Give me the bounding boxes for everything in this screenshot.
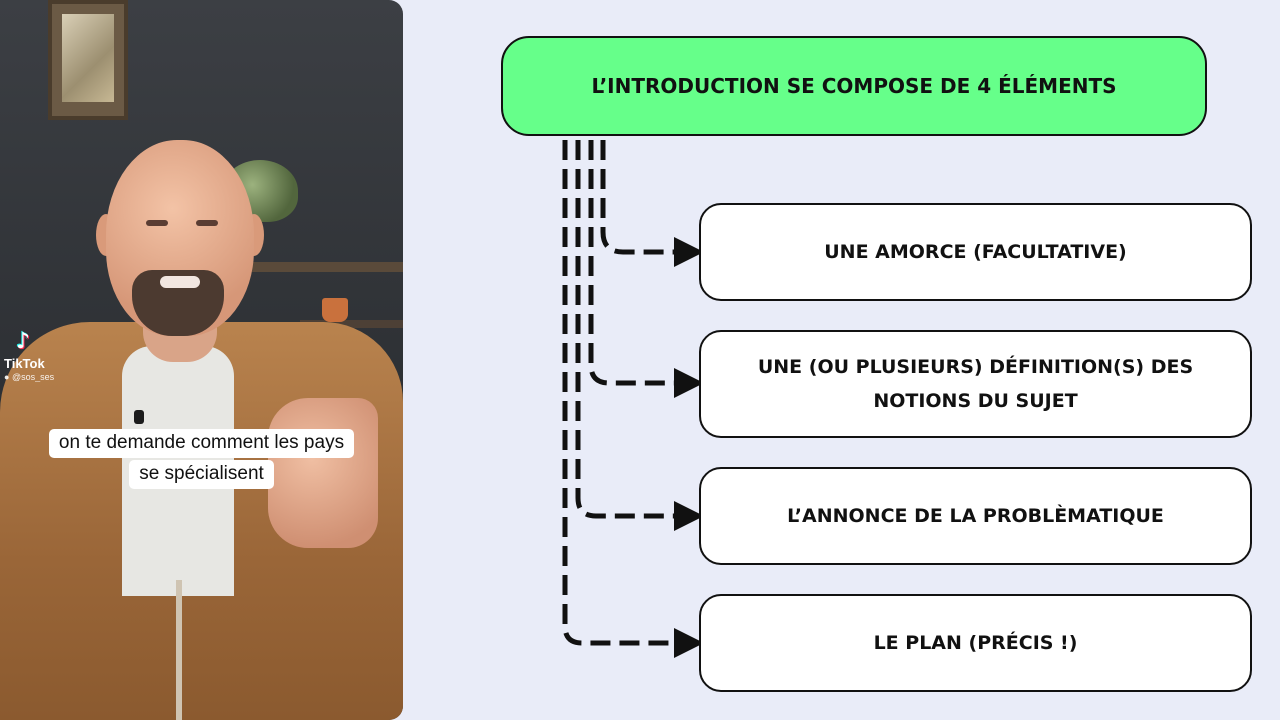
- caption-line: on te demande comment les pays: [48, 429, 355, 458]
- diagram-item-label: Une amorce (facultative): [824, 241, 1127, 263]
- wall-picture-frame: [48, 0, 128, 120]
- caption-line: se spécialisent: [129, 460, 274, 489]
- diagram-item-label: Une (ou plusieurs) définition(s) des not…: [757, 356, 1194, 412]
- plant-pot: [322, 298, 348, 322]
- hoodie-zipper: [176, 580, 182, 720]
- tiktok-watermark: ♪ TikTok ● @sos_ses: [4, 329, 66, 383]
- presenter-eye: [146, 220, 168, 226]
- connector-arrow-4: [562, 140, 704, 658]
- lapel-microphone: [134, 410, 144, 424]
- subtitle-caption: on te demande comment les pays se spécia…: [0, 429, 403, 489]
- tiktok-handle-text: @sos_ses: [11, 372, 55, 382]
- shelf: [300, 320, 403, 328]
- diagram-item-box: Le plan (précis !): [699, 594, 1252, 692]
- presenter-eye: [196, 220, 218, 226]
- presenter-hand: [268, 398, 378, 548]
- connector-arrow-1: [600, 140, 704, 267]
- diagram-item-box: L’annonce de la problèmatique: [699, 467, 1252, 565]
- presenter-mouth: [160, 276, 200, 288]
- tiktok-logo-icon: ♪: [16, 329, 31, 354]
- video-panel: ♪ TikTok ● @sos_ses on te demande commen…: [0, 0, 403, 720]
- diagram-title-box: L’introduction se compose de 4 éléments: [501, 36, 1207, 136]
- shelf: [240, 262, 403, 272]
- connector-arrow-3: [575, 140, 704, 531]
- diagram-item-box: Une amorce (facultative): [699, 203, 1252, 301]
- user-icon: ●: [4, 372, 12, 382]
- diagram-item-label: L’annonce de la problèmatique: [787, 505, 1164, 527]
- diagram-item-box: Une (ou plusieurs) définition(s) des not…: [699, 330, 1252, 438]
- tiktok-label: TikTok: [4, 356, 45, 371]
- diagram-title: L’introduction se compose de 4 éléments: [591, 74, 1117, 98]
- diagram-item-label: Le plan (précis !): [873, 632, 1078, 654]
- tiktok-handle: ● @sos_ses: [4, 372, 66, 382]
- connector-arrow-2: [588, 140, 704, 398]
